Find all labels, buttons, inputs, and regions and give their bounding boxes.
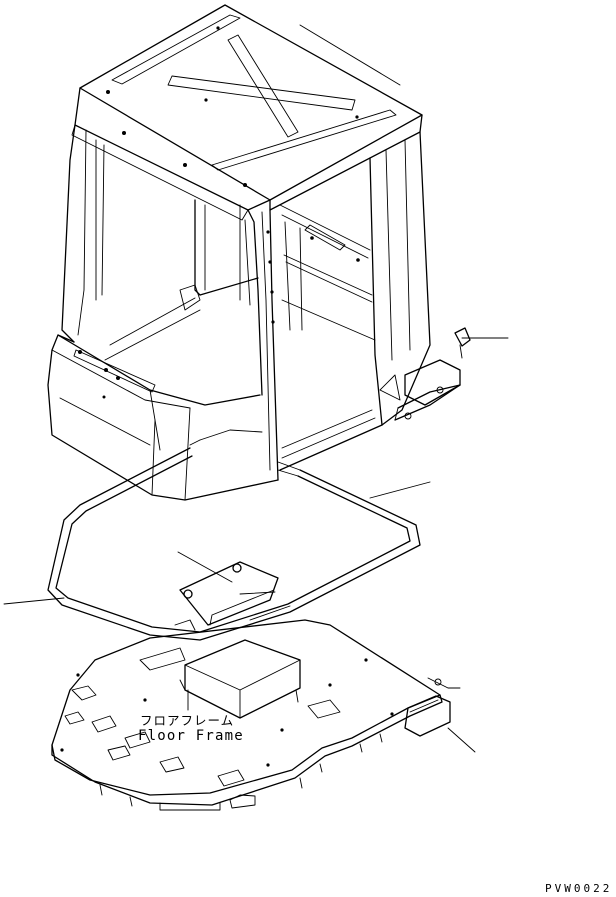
drawing-code: PVW0022 [545,882,613,895]
cab-assembly [47,4,471,501]
floor-frame-label-jp: フロアフレーム [140,713,235,728]
leader-lines [3,337,509,753]
floor-frame-label-en: Floor Frame [138,728,244,744]
seal-gasket-loop [47,447,421,641]
floor-frame [51,619,461,811]
mount-bracket [174,561,291,631]
